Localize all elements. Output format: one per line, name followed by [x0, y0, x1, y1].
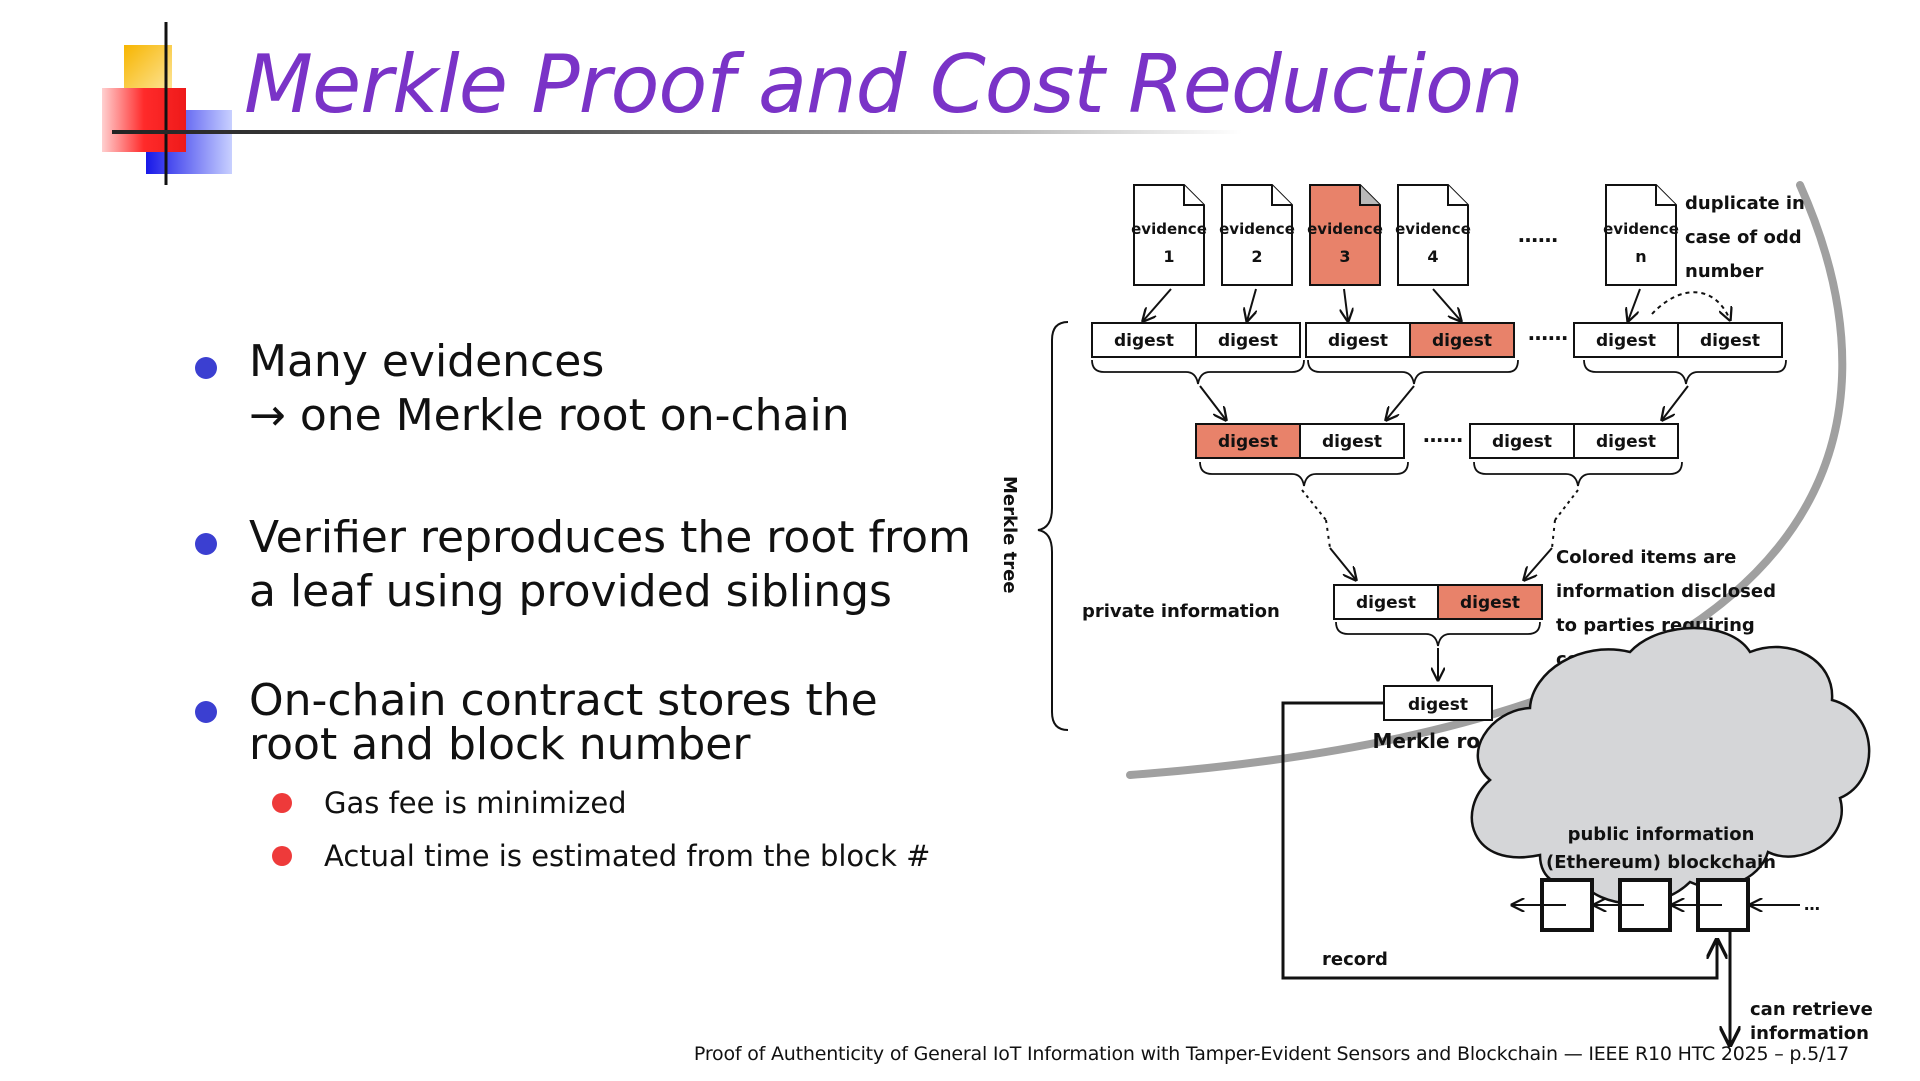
evidence-ellipsis: …… — [1518, 223, 1558, 247]
title-underline — [112, 130, 1242, 134]
digest-text: digest — [1218, 331, 1278, 351]
digest-cell: digest — [1195, 322, 1301, 358]
blockchain-cloud — [1470, 626, 1871, 905]
colored-note-line: Colored items are — [1556, 547, 1736, 568]
chain-ellipsis: … — [1804, 895, 1820, 914]
digest-cell: digest — [1437, 584, 1543, 620]
digest-text: digest — [1328, 331, 1388, 351]
bullet-text: Many evidences — [249, 336, 605, 387]
digest-text: digest — [1114, 331, 1174, 351]
digest-cell: digest — [1333, 584, 1439, 620]
public-info-line: (Ethereum) blockchain — [1546, 852, 1776, 873]
evidence-label: evidence — [1219, 220, 1295, 238]
bullet-list: Many evidences → one Merkle root on-chai… — [195, 335, 971, 874]
sub-bullet-text: Gas fee is minimized — [324, 786, 627, 820]
digest-text: digest — [1596, 432, 1656, 452]
bullet-dot — [195, 533, 217, 555]
digest-text: digest — [1596, 331, 1656, 351]
evidence-label: evidence — [1131, 220, 1207, 238]
sub-bullet-dot — [272, 846, 292, 866]
evidence-number: 2 — [1251, 247, 1262, 266]
evidence-document: evidence 2 — [1219, 184, 1295, 286]
private-boundary-arc — [1126, 181, 1847, 779]
leaf-digest-row: digest digest digest digest digest digest — [1091, 322, 1783, 358]
bullet-item: On-chain contract stores the root and bl… — [195, 679, 955, 767]
digest-text: digest — [1322, 432, 1382, 452]
private-info-label: private information — [1082, 601, 1280, 622]
slide-footer: Proof of Authenticity of General IoT Inf… — [693, 1043, 1849, 1065]
sub-bullet-dot — [272, 793, 292, 813]
evidence-number: 1 — [1163, 247, 1174, 266]
bullet-text: root and block number — [249, 719, 751, 770]
digest-cell: digest — [1299, 423, 1405, 459]
evidence-document: evidence 1 — [1131, 184, 1207, 286]
bullet-text: Verifier reproduces the root from — [249, 512, 971, 563]
digest-cell: digest — [1677, 322, 1783, 358]
digest-cell: digest — [1573, 322, 1679, 358]
digest-ellipsis: …… — [1528, 321, 1568, 345]
merkle-tree-label: Merkle tree — [999, 476, 1020, 594]
bullet-item: Many evidences → one Merkle root on-chai… — [195, 335, 955, 443]
digest-text: digest — [1460, 593, 1520, 613]
inner-digest-row: digest digest digest digest — [1195, 423, 1679, 459]
retrieve-line: information — [1750, 1023, 1869, 1044]
duplicate-note-line: case of odd — [1685, 227, 1802, 248]
evidence-documents: evidence1evidence2evidence3evidence4evid… — [1131, 184, 1679, 286]
bullet-dot — [195, 701, 217, 723]
digest-text: digest — [1408, 695, 1468, 715]
bullet-dot — [195, 357, 217, 379]
bullet-text: → one Merkle root on-chain — [249, 390, 850, 441]
digest-text: digest — [1356, 593, 1416, 613]
evidence-number: n — [1635, 247, 1646, 266]
digest-cell: digest — [1195, 423, 1301, 459]
evidence-document: evidence n — [1603, 184, 1679, 286]
evidence-document: evidence 4 — [1395, 184, 1471, 286]
bullet-text: On-chain contract stores the — [249, 675, 878, 726]
digest-cell: digest — [1573, 423, 1679, 459]
evidence-number: 4 — [1427, 247, 1438, 266]
digest-text: digest — [1218, 432, 1278, 452]
colored-note-line: information disclosed — [1556, 581, 1776, 602]
digest-ellipsis: …… — [1423, 423, 1463, 447]
evidence-label: evidence — [1603, 220, 1679, 238]
duplicate-note-line: duplicate in — [1685, 193, 1805, 214]
slide-title: Merkle Proof and Cost Reduction — [244, 38, 1524, 131]
digest-text: digest — [1492, 432, 1552, 452]
digest-text: digest — [1432, 331, 1492, 351]
public-info-line: public information — [1568, 824, 1755, 845]
merkle-root-digest — [1383, 685, 1493, 721]
duplicate-note-line: number — [1685, 261, 1763, 282]
digest-cell: digest — [1305, 322, 1411, 358]
digest-cell: digest — [1469, 423, 1575, 459]
record-label: record — [1322, 949, 1388, 970]
evidence-document: evidence 3 — [1307, 184, 1383, 286]
retrieve-line: can retrieve — [1750, 999, 1873, 1020]
digest-text: digest — [1700, 331, 1760, 351]
sub-bullet-item: Gas fee is minimized — [195, 785, 955, 821]
bullet-text: a leaf using provided siblings — [249, 566, 892, 617]
evidence-label: evidence — [1307, 220, 1383, 238]
sub-bullet-item: Actual time is estimated from the block … — [195, 838, 955, 874]
bullet-item: Verifier reproduces the root from a leaf… — [195, 511, 971, 619]
digest-cell: digest — [1091, 322, 1197, 358]
sub-bullet-text: Actual time is estimated from the block … — [324, 839, 931, 873]
upper-digest-row: digest digest — [1333, 584, 1543, 620]
evidence-label: evidence — [1395, 220, 1471, 238]
evidence-number: 3 — [1339, 247, 1350, 266]
digest-cell: digest — [1409, 322, 1515, 358]
